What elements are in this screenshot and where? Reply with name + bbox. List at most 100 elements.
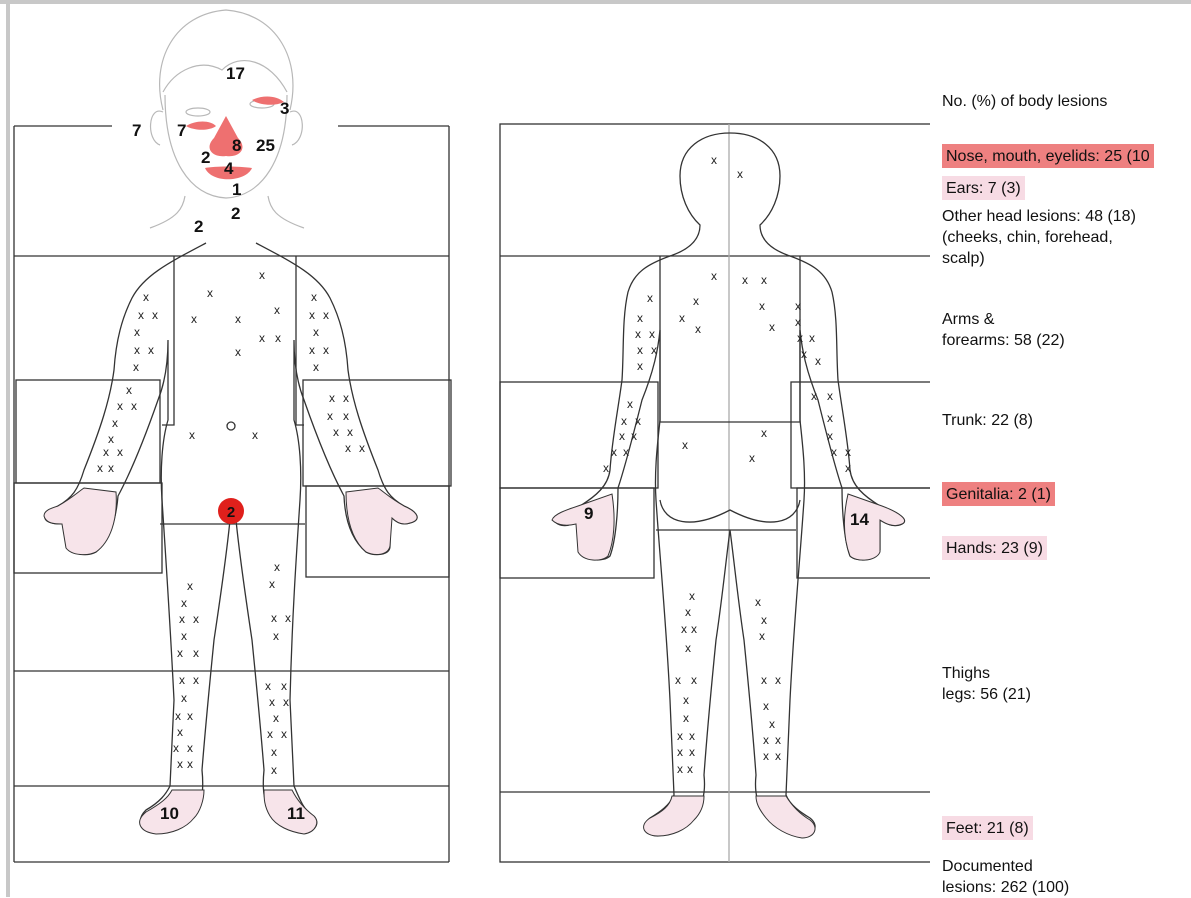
lesion-mark: x — [274, 560, 280, 574]
lesion-mark: x — [769, 320, 775, 334]
lesion-mark: x — [759, 629, 765, 643]
lesion-mark: x — [631, 429, 637, 443]
lesion-mark: x — [677, 745, 683, 759]
lesion-mark: x — [775, 733, 781, 747]
lesion-mark: x — [603, 461, 609, 475]
lesion-mark: x — [273, 629, 279, 643]
lesion-mark: x — [737, 167, 743, 181]
lesion-mark: x — [309, 343, 315, 357]
lesion-mark: x — [691, 673, 697, 687]
lesion-mark: x — [682, 438, 688, 452]
legend-title: No. (%) of body lesions — [942, 91, 1107, 112]
legend-nose-mouth-eyelids: Nose, mouth, eyelids: 25 (10 — [942, 144, 1154, 168]
lesion-mark: x — [635, 414, 641, 428]
foot-hand-counts: 10 11 9 14 — [160, 504, 869, 823]
lesion-mark: x — [187, 709, 193, 723]
lesion-mark: x — [649, 327, 655, 341]
lesion-mark: x — [271, 745, 277, 759]
count-chin: 2 — [231, 204, 240, 223]
lesion-mark: x — [347, 425, 353, 439]
lesion-mark: x — [795, 299, 801, 313]
lesion-mark: x — [193, 673, 199, 687]
lesion-mark: x — [134, 325, 140, 339]
lesion-mark: x — [108, 461, 114, 475]
lesion-mark: x — [269, 695, 275, 709]
lesion-mark: x — [309, 308, 315, 322]
body-map-diagram: xxxxxxxxxxxxxxxxxxxxxxxxxxxxxxxxxxxxxxxx… — [0, 0, 930, 897]
legend-trunk: Trunk: 22 (8) — [942, 410, 1033, 431]
lesion-mark: x — [845, 461, 851, 475]
lesion-mark: x — [695, 322, 701, 336]
lesion-mark: x — [685, 605, 691, 619]
lesion-mark: x — [627, 397, 633, 411]
lesion-mark: x — [343, 391, 349, 405]
front-left-hand — [44, 488, 116, 555]
count-right-cheek: 25 — [256, 136, 275, 155]
back-right-foot — [756, 796, 815, 838]
legend-arms: Arms & forearms: 58 (22) — [942, 309, 1065, 351]
lesion-mark: x — [761, 426, 767, 440]
lesion-mark: x — [345, 441, 351, 455]
lesion-mark: x — [189, 428, 195, 442]
count-left-ear: 7 — [132, 121, 141, 140]
lesion-mark: x — [267, 727, 273, 741]
lesion-mark: x — [187, 757, 193, 771]
lesion-mark: x — [108, 432, 114, 446]
lesion-mark: x — [177, 646, 183, 660]
lesion-mark: x — [329, 391, 335, 405]
lesion-mark: x — [265, 679, 271, 693]
back-region-grid — [500, 124, 930, 862]
lesion-mark: x — [761, 613, 767, 627]
genital-count: 2 — [227, 504, 235, 521]
lesion-mark: x — [275, 331, 281, 345]
lesion-mark: x — [133, 360, 139, 374]
legend-feet: Feet: 21 (8) — [942, 816, 1033, 840]
front-extremity-shading — [44, 488, 417, 834]
lesion-mark: x — [269, 577, 275, 591]
lesion-mark: x — [112, 416, 118, 430]
lesion-mark: x — [271, 763, 277, 777]
lesion-mark: x — [117, 445, 123, 459]
lesion-mark: x — [761, 273, 767, 287]
lesion-mark: x — [359, 441, 365, 455]
lesion-mark: x — [687, 762, 693, 776]
lesion-mark: x — [691, 622, 697, 636]
lesion-mark: x — [815, 354, 821, 368]
lesion-mark: x — [207, 286, 213, 300]
count-neck: 2 — [194, 217, 203, 236]
lesion-mark: x — [769, 717, 775, 731]
lesion-mark: x — [845, 445, 851, 459]
lesion-mark: x — [759, 299, 765, 313]
lesion-mark: x — [187, 579, 193, 593]
lesion-mark: x — [131, 399, 137, 413]
lesion-mark: x — [679, 311, 685, 325]
lesion-mark: x — [763, 733, 769, 747]
lesion-mark: x — [711, 269, 717, 283]
lesion-mark: x — [179, 673, 185, 687]
lesion-mark: x — [103, 445, 109, 459]
lesion-mark: x — [685, 641, 691, 655]
lesion-mark: x — [683, 693, 689, 707]
count-back-right-hand: 14 — [850, 510, 869, 529]
lesion-mark: x — [134, 343, 140, 357]
lesion-mark: x — [693, 294, 699, 308]
lesion-mark: x — [611, 445, 617, 459]
legend-documented: Documented lesions: 262 (100) — [942, 856, 1069, 898]
lesion-mark: x — [797, 331, 803, 345]
lesion-mark: x — [175, 709, 181, 723]
count-lower-lip: 1 — [232, 180, 241, 199]
lesion-mark: x — [117, 399, 123, 413]
lesion-mark: x — [138, 308, 144, 322]
count-left-eye: 7 — [177, 121, 186, 140]
legend-hands: Hands: 23 (9) — [942, 536, 1047, 560]
lesion-mark: x — [635, 327, 641, 341]
lesion-mark: x — [327, 409, 333, 423]
lesion-mark: x — [235, 345, 241, 359]
lesion-mark: x — [313, 360, 319, 374]
legend-ears: Ears: 7 (3) — [942, 176, 1025, 200]
lesion-mark: x — [831, 445, 837, 459]
front-right-hand — [346, 488, 417, 554]
lesion-mark: x — [311, 290, 317, 304]
lesion-mark: x — [323, 308, 329, 322]
lesion-mark: x — [775, 749, 781, 763]
